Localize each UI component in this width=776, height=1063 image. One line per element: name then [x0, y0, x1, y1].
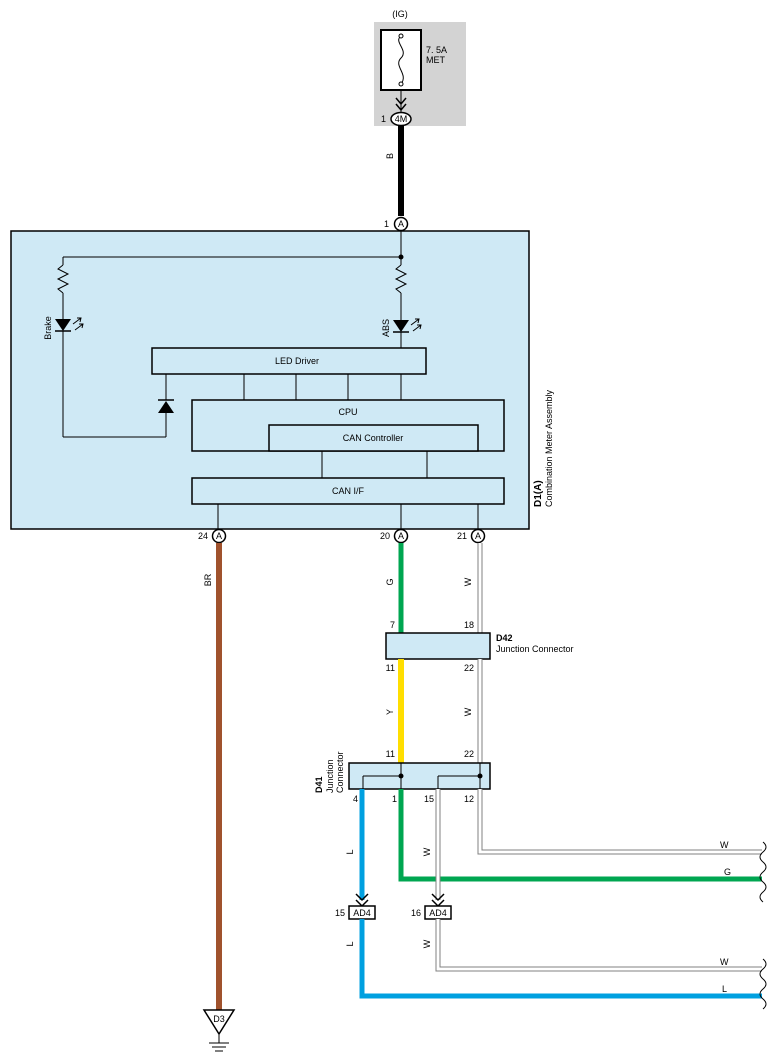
d42-pin-22: 22: [464, 663, 474, 673]
d41-pin-11: 11: [386, 749, 395, 759]
can-controller-label: CAN Controller: [343, 433, 404, 443]
led-driver-block: [151, 347, 427, 375]
d41-pin-15: 15: [424, 794, 434, 804]
connector-ad4-16-pin: 16: [411, 908, 421, 918]
fuse-terminal-icon: [398, 33, 404, 39]
wire-b-label: B: [385, 153, 395, 159]
d41-name-line2: Connector: [335, 751, 345, 793]
wire-w-15-label: W: [422, 847, 432, 856]
resistor-icon: [56, 264, 70, 294]
wire-w-output-2-label: W: [720, 957, 729, 967]
d42-pin-11: 11: [386, 663, 395, 673]
wire-g-output-label: G: [724, 867, 731, 877]
connector-a-pin20: [393, 528, 409, 544]
d41-pin-12: 12: [464, 794, 474, 804]
wire-l-output-label: L: [722, 984, 727, 994]
can-controller-block: [268, 424, 479, 452]
d41-pin-4: 4: [353, 794, 358, 804]
brake-led-icon: [55, 319, 71, 331]
fuse-source-label: (IG): [392, 9, 408, 19]
break-mark-icon: [759, 841, 767, 903]
wire-w-top-label: W: [463, 577, 473, 586]
d42-pin-7: 7: [390, 620, 395, 630]
wire-g-top-label: G: [385, 578, 395, 585]
d42-code: D42: [496, 633, 513, 643]
d41-name-line1: Junction: [325, 759, 335, 793]
fuse-name: MET: [426, 55, 446, 65]
connector-ad4-15-pin: 15: [335, 908, 345, 918]
light-emission-icon: [72, 317, 84, 331]
d42-junction-connector: [385, 632, 491, 660]
meter-name: Combination Meter Assembly: [544, 389, 554, 507]
connector-chevron-icon: [395, 97, 407, 112]
junction-dot: [477, 773, 483, 779]
fuse-box: [380, 29, 422, 91]
diode-icon: [158, 401, 174, 413]
wire-w-output-2: [436, 919, 762, 971]
d41-pin-1: 1: [392, 794, 397, 804]
connector-4m: [390, 111, 412, 127]
wire-g-output: [398, 789, 762, 882]
connector-a-pin24-id: A: [216, 531, 222, 541]
led-driver-label: LED Driver: [275, 356, 319, 366]
wire-l-output: [359, 919, 762, 999]
connector-4m-id: 4M: [395, 114, 408, 124]
wire-w-output-1: [478, 789, 762, 854]
light-emission-icon: [410, 318, 422, 332]
meter-code: D1(A): [533, 480, 544, 507]
abs-label: ABS: [381, 319, 391, 337]
connector-a-pin24: [211, 528, 227, 544]
wire-y-label: Y: [385, 709, 395, 715]
connector-a-pin21-id: A: [475, 531, 481, 541]
d42-pin-18: 18: [464, 620, 474, 630]
connector-4m-pin: 1: [381, 114, 386, 124]
connector-a-pin24-number: 24: [198, 531, 208, 541]
wire-w-output-2-outline: [435, 919, 762, 972]
wire-l-lower-label: L: [345, 941, 355, 946]
d42-name: Junction Connector: [496, 644, 574, 654]
connector-a-pin21: [470, 528, 486, 544]
connector-a-pin21-number: 21: [457, 531, 467, 541]
fuse-rating: 7. 5A: [426, 45, 447, 55]
connector-a-pin1-number: 1: [384, 219, 389, 229]
connector-a-pin20-number: 20: [380, 531, 390, 541]
can-if-label: CAN I/F: [332, 486, 365, 496]
cpu-label: CPU: [338, 407, 357, 417]
connector-ad4-16-id: AD4: [429, 908, 447, 918]
junction-dot: [398, 773, 404, 779]
wire-w-mid-label: W: [463, 707, 473, 716]
wire-w-output-1-label: W: [720, 840, 729, 850]
wire-w-lower-label: W: [422, 939, 432, 948]
can-if-block: [191, 477, 505, 505]
connector-a-pin1-id: A: [398, 219, 404, 229]
d41-code: D41: [314, 776, 324, 793]
brake-label: Brake: [43, 316, 53, 340]
ground-connector-d3-id: D3: [213, 1014, 225, 1024]
fuse-symbol-icon: [398, 35, 404, 85]
connector-a-pin20-id: A: [398, 531, 404, 541]
abs-led-icon: [393, 320, 409, 332]
connector-ad4-15-id: AD4: [353, 908, 371, 918]
fuse-terminal-icon: [398, 81, 404, 87]
resistor-icon: [394, 264, 408, 294]
wire-l-upper-label: L: [345, 849, 355, 854]
break-mark-icon: [759, 958, 767, 1010]
wire-br-label: BR: [203, 573, 213, 586]
ground-connector-d3: [202, 1009, 236, 1036]
d41-pin-22: 22: [464, 749, 474, 759]
